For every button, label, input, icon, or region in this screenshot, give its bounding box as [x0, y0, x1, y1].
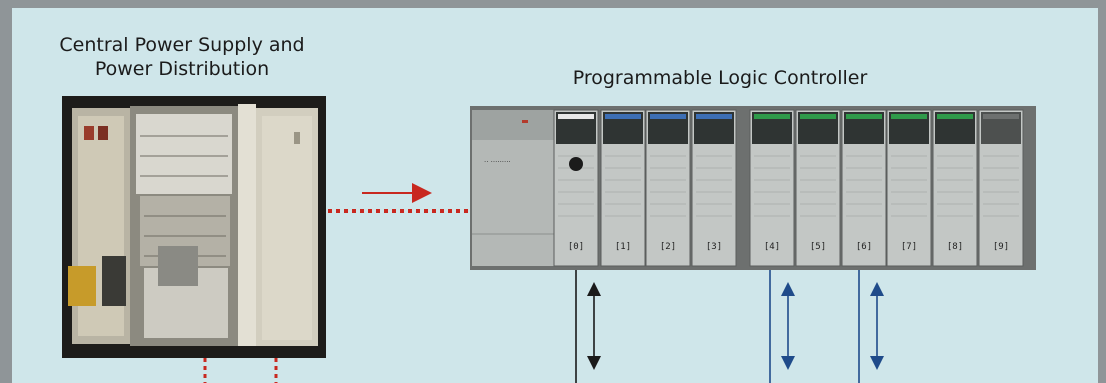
plc-title: Programmable Logic Controller [572, 67, 868, 89]
plc-rack-image: ·· ········· [0] [1] [2] [3] [4] [5] [6] [7] [8]… [470, 106, 1036, 270]
plc-slot-module: [0] [553, 109, 599, 267]
plc-slot-module: [9] [978, 109, 1024, 267]
cabinet-title-line1: Central Power Supply and [59, 34, 305, 56]
plc-slot-module: [8] [932, 109, 978, 267]
plc-slot-label: [1] [615, 242, 631, 252]
plc-slot-label: [3] [706, 242, 722, 252]
plc-slot-module: [5] [795, 109, 841, 267]
key-switch-icon [569, 157, 583, 171]
plc-slot-label: [0] [568, 242, 584, 252]
plc-slot-label: [4] [764, 242, 780, 252]
svg-text:·· ·········: ·· ········· [484, 158, 511, 166]
plc-slot-module: [3] [691, 109, 737, 267]
plc-slot-module: [4] [749, 109, 795, 267]
plc-slot-label: [8] [947, 242, 963, 252]
cabinet-title: Central Power Supply and Power Distribut… [32, 33, 332, 81]
power-cabinet-image [62, 96, 326, 358]
cabinet-title-line2: Power Distribution [94, 58, 270, 80]
plc-slot-label: [5] [810, 242, 826, 252]
plc-slot-label: [6] [856, 242, 872, 252]
plc-slot-label: [2] [660, 242, 676, 252]
plc-slot-label: [9] [993, 242, 1009, 252]
plc-slot-label: [7] [901, 242, 917, 252]
plc-slot-module: [6] [841, 109, 887, 267]
plc-slot-module: [7] [886, 109, 932, 267]
plc-slot-module: [2] [645, 109, 691, 267]
cabinet-open-door [238, 104, 256, 346]
plc-slot-module: [1] [600, 109, 646, 267]
